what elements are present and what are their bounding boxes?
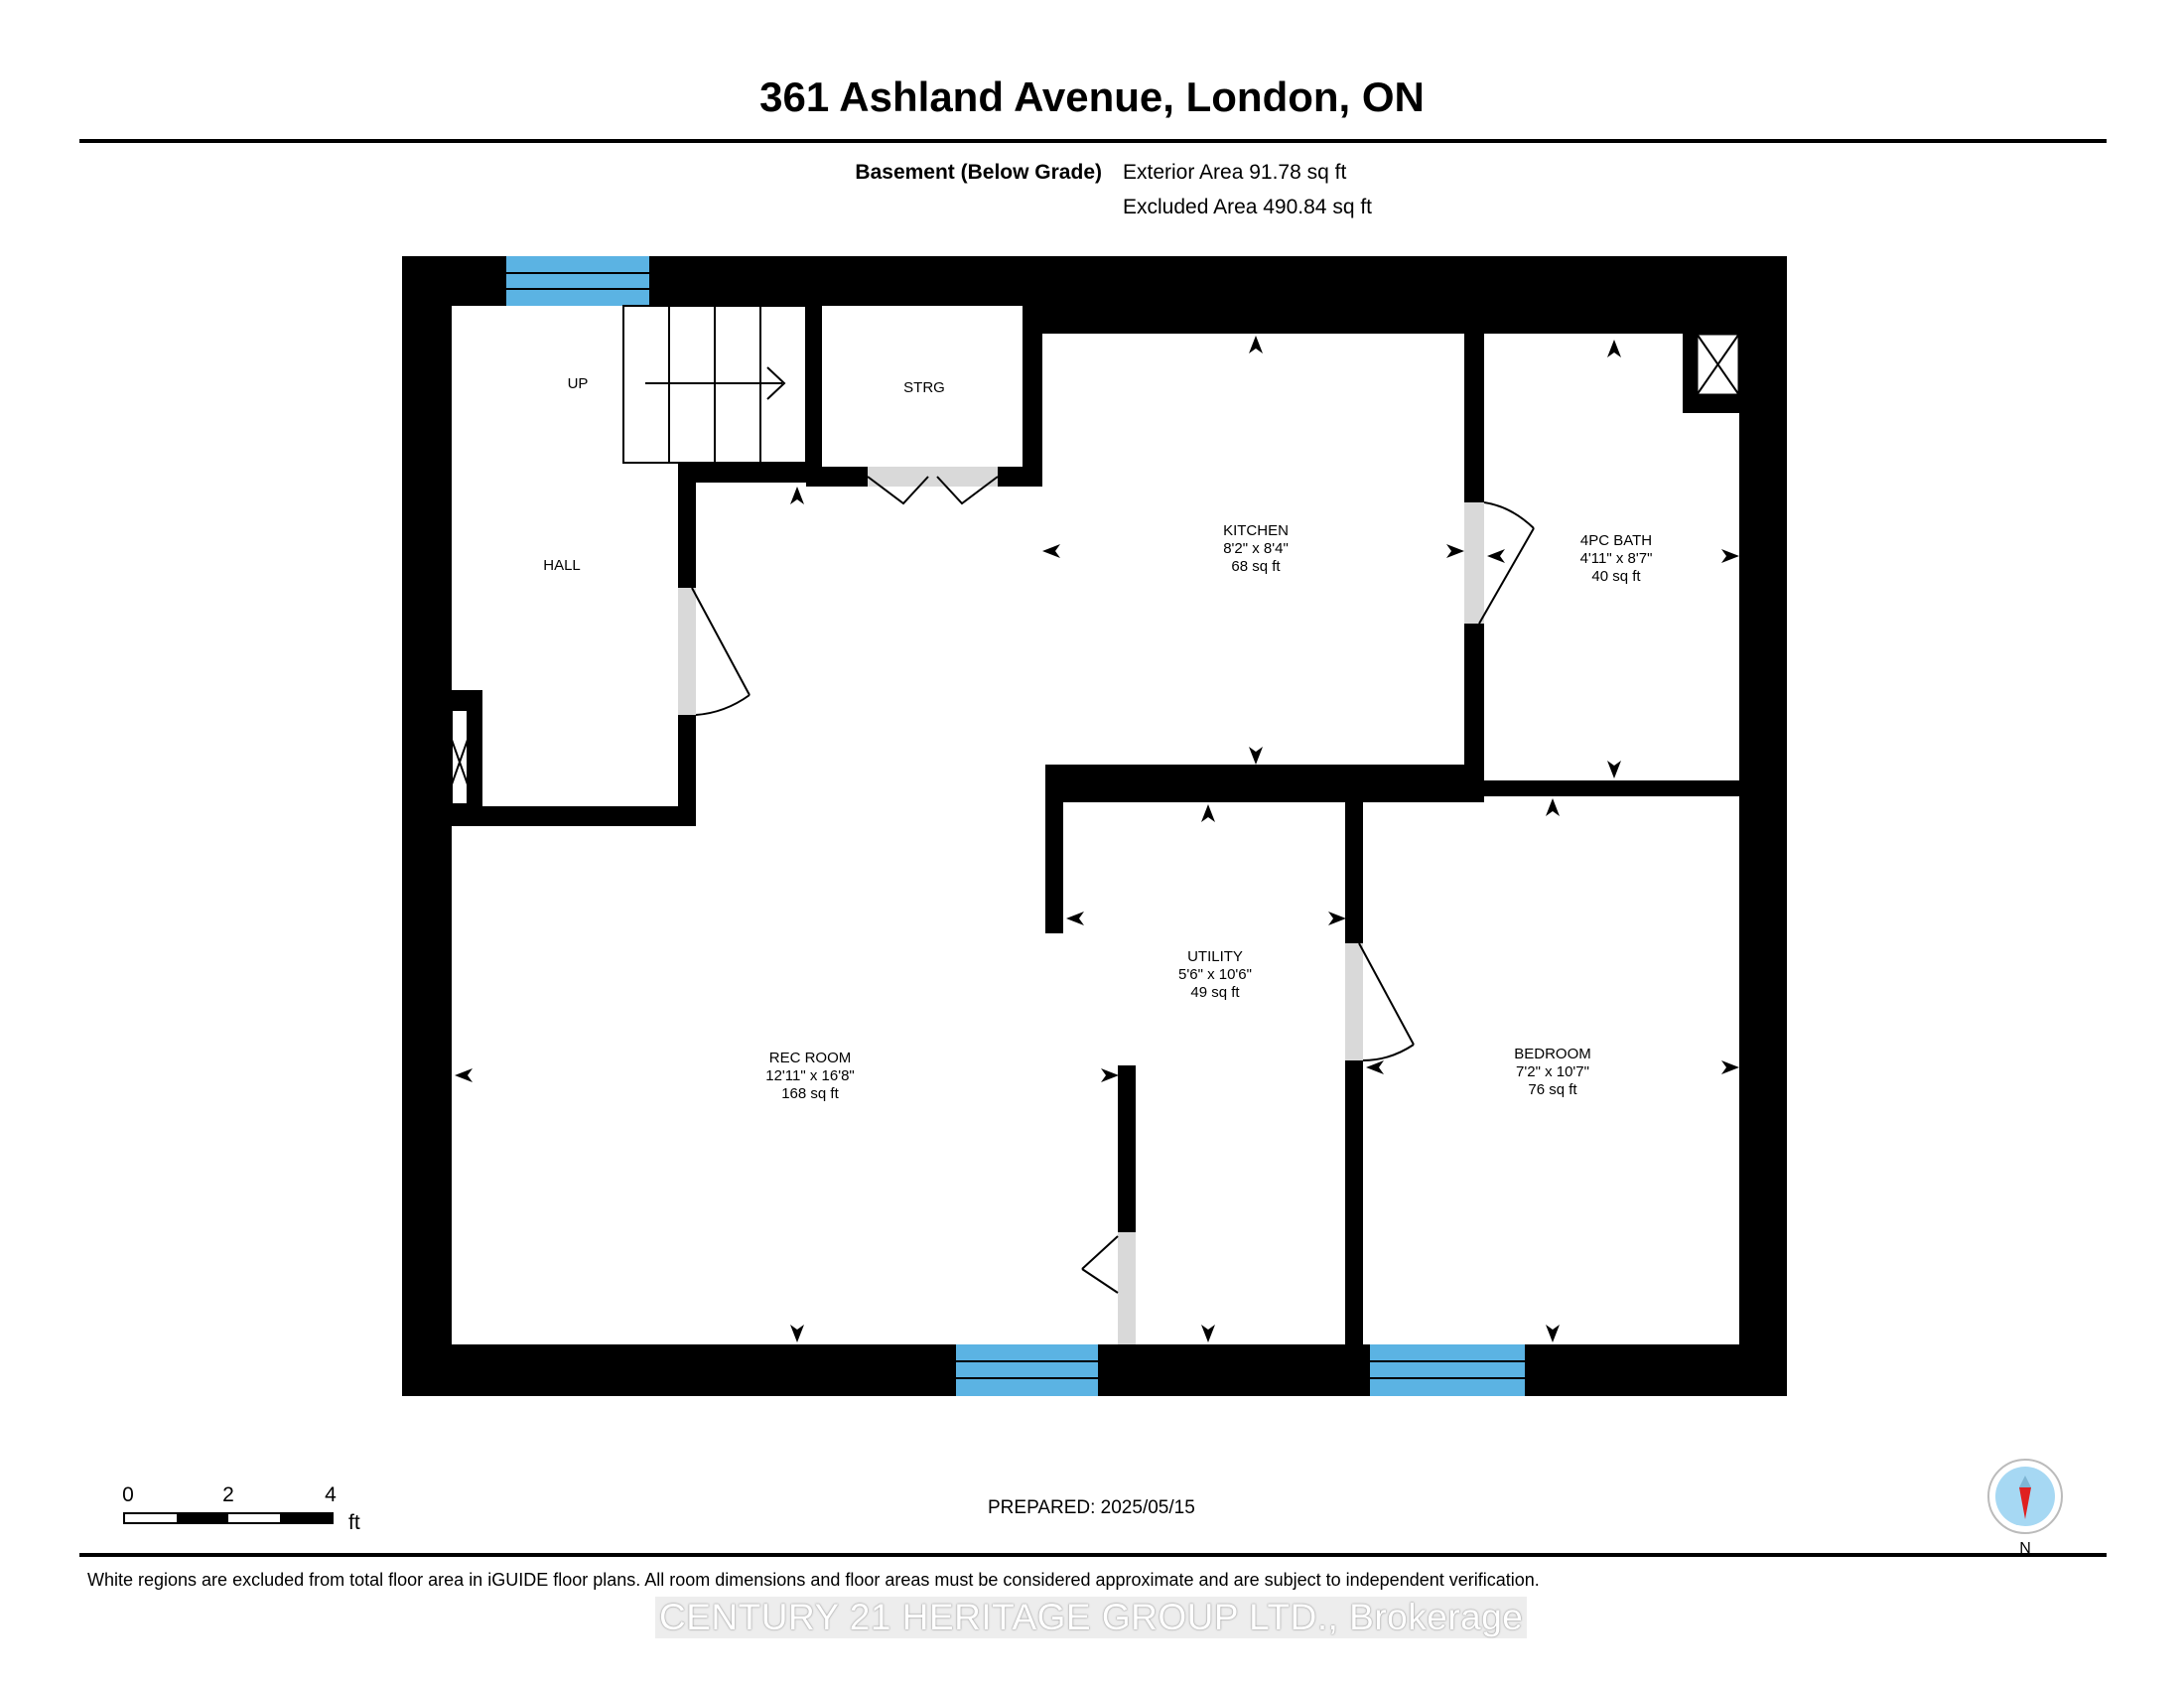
windows: [506, 256, 1525, 1396]
dimension-arrow: [1607, 761, 1621, 778]
dimension-arrow: [1249, 336, 1263, 353]
dimension-arrow: [1446, 544, 1464, 558]
dimension-arrow: [790, 1325, 804, 1342]
window-bedroom: [1370, 1344, 1525, 1396]
dimension-arrow: [790, 487, 804, 504]
scale-tick-4: 4: [325, 1483, 337, 1506]
bedroom-area: 76 sq ft: [1528, 1081, 1577, 1098]
dimension-arrow: [455, 1068, 473, 1082]
bath-dims: 4'11" x 8'7": [1580, 550, 1653, 567]
vent-icon: [1695, 332, 1741, 397]
doors: [678, 467, 1535, 1344]
scale-bar: 0 2 4 ft: [122, 1483, 360, 1534]
window-north: [506, 256, 649, 306]
label-hall: HALL: [543, 557, 581, 574]
dimension-arrow: [1066, 912, 1084, 925]
scale-tick-0: 0: [122, 1483, 134, 1506]
brokerage-watermark: CENTURY 21 HERITAGE GROUP LTD., Brokerag…: [655, 1597, 1528, 1638]
room-labels: UP HALL STRG KITCHEN 8'2" x 8'4" 68 sq f…: [543, 375, 1652, 1102]
kitchen-name: KITCHEN: [1223, 522, 1289, 539]
dimension-arrow: [1328, 912, 1346, 925]
excluded-area: Excluded Area 490.84 sq ft: [1123, 196, 1373, 218]
dimension-arrow: [1721, 549, 1739, 563]
compass-label: N: [2019, 1540, 2031, 1557]
dimension-arrow: [1201, 804, 1215, 822]
dimension-arrow: [1201, 1325, 1215, 1342]
prepared-date: PREPARED: 2025/05/15: [988, 1497, 1195, 1518]
bath-area: 40 sq ft: [1591, 568, 1641, 585]
exterior-area: Exterior Area 91.78 sq ft: [1123, 161, 1347, 184]
dimension-arrow: [1366, 1060, 1384, 1074]
rec-name: REC ROOM: [769, 1050, 852, 1066]
scale-tick-2: 2: [222, 1483, 234, 1506]
page-title: 361 Ashland Avenue, London, ON: [759, 73, 1425, 120]
dimension-arrow: [1721, 1060, 1739, 1074]
bath-name: 4PC BATH: [1580, 532, 1652, 549]
level-label: Basement (Below Grade): [855, 161, 1102, 184]
header-rule: [79, 139, 2107, 143]
disclaimer-text: White regions are excluded from total fl…: [87, 1570, 1540, 1590]
rec-dims: 12'11" x 16'8": [765, 1067, 855, 1084]
utility-area: 49 sq ft: [1190, 984, 1240, 1001]
dimension-arrow: [1487, 549, 1505, 563]
utility-name: UTILITY: [1187, 948, 1243, 965]
dimension-arrow: [1249, 747, 1263, 765]
dimension-arrow: [1546, 1325, 1560, 1342]
dimension-arrow: [1042, 544, 1060, 558]
kitchen-area: 68 sq ft: [1231, 558, 1281, 575]
compass-icon: N: [1987, 1459, 2063, 1557]
utility-dims: 5'6" x 10'6": [1178, 966, 1252, 983]
label-strg: STRG: [903, 379, 945, 396]
bedroom-name: BEDROOM: [1514, 1046, 1591, 1062]
footer-rule: [79, 1553, 2107, 1557]
window-rec-room: [956, 1344, 1098, 1396]
bedroom-dims: 7'2" x 10'7": [1516, 1063, 1589, 1080]
dimension-arrows: [455, 336, 1739, 1342]
door-bath: [1464, 501, 1535, 625]
kitchen-dims: 8'2" x 8'4": [1223, 540, 1289, 557]
dimension-arrow: [1101, 1068, 1119, 1082]
door-hall: [678, 587, 751, 716]
door-utility: [1081, 1232, 1136, 1344]
label-up: UP: [568, 375, 589, 392]
door-storage: [867, 467, 999, 505]
dimension-arrow: [1546, 798, 1560, 816]
interior-walls: [437, 306, 1739, 1396]
scale-unit: ft: [348, 1511, 360, 1534]
dimension-arrow: [1607, 340, 1621, 357]
rec-area: 168 sq ft: [781, 1085, 839, 1102]
stairs: [622, 305, 807, 464]
door-bedroom: [1345, 942, 1415, 1061]
chute-icon: [451, 709, 469, 805]
